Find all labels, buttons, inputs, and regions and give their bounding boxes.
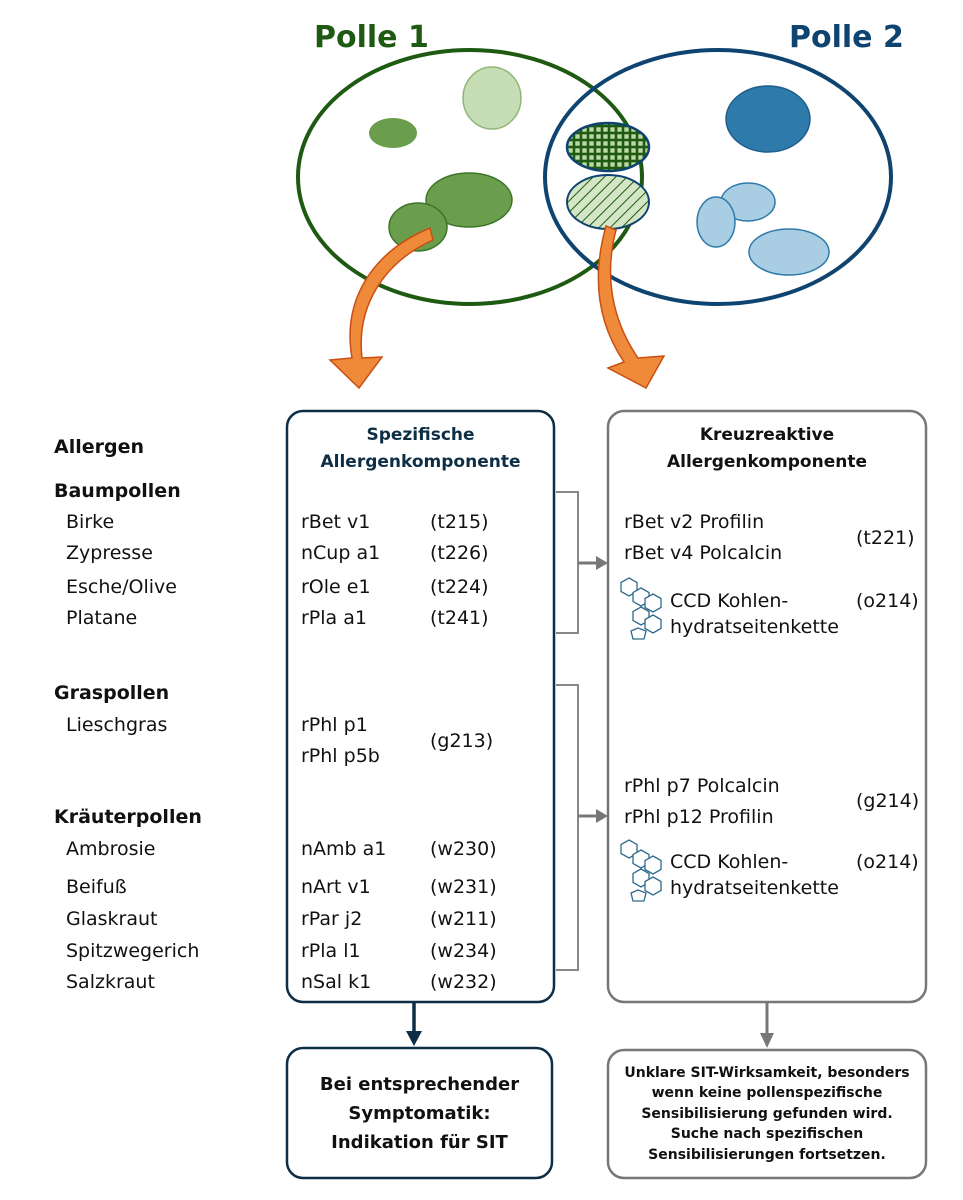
- pollen-1-allergen-large: [425, 172, 513, 228]
- orange-arrow-crossreactive-icon: [597, 224, 666, 390]
- allergen-name: Salzkraut: [66, 971, 155, 993]
- pollen-2-allergen-large: [725, 85, 811, 153]
- result-right-text: Unklare SIT-Wirksamkeit, besonders wenn …: [608, 1050, 926, 1178]
- component-code: (t241): [430, 607, 489, 629]
- down-arrow-left-head: [406, 1031, 422, 1046]
- down-arrow-right-head: [760, 1033, 774, 1048]
- component-name: nArt v1: [301, 876, 371, 898]
- pollen-1-allergen-light: [462, 66, 522, 130]
- allergen-name: Lieschgras: [66, 714, 168, 736]
- group-title-graspollen: Graspollen: [54, 682, 170, 704]
- component-code: (w232): [430, 971, 497, 993]
- cross-component-name: rPhl p12 Profilin: [624, 806, 774, 828]
- component-name: rPar j2: [301, 908, 363, 930]
- crossreactive-box-title-line2: Allergenkomponente: [666, 452, 867, 472]
- orange-arrow-specific-icon: [328, 226, 434, 390]
- shared-allergen-hatch: [566, 174, 650, 230]
- pollen-1-label: Polle 1: [314, 20, 429, 55]
- group-title-baumpollen: Baumpollen: [54, 480, 181, 502]
- ccd-label: hydratseitenkette: [670, 877, 839, 899]
- crossreactive-box-title-line1: Kreuzreaktive: [699, 425, 835, 445]
- connector-arrow-baum-head: [596, 556, 608, 570]
- result-left-text: Bei entsprechender Symptomatik: Indikati…: [287, 1048, 552, 1178]
- component-code: (w211): [430, 908, 497, 930]
- component-code: (w234): [430, 940, 497, 962]
- specific-box-title-line1: Spezifische: [366, 425, 475, 445]
- component-code: (t224): [430, 576, 489, 598]
- ccd-code: (o214): [856, 590, 919, 612]
- crossreactive-box-title: Kreuzreaktive Allergenkomponente: [608, 422, 926, 476]
- component-code: (w231): [430, 876, 497, 898]
- result-left-line3: Indikation für SIT: [331, 1131, 508, 1153]
- allergen-header: Allergen: [54, 436, 144, 458]
- component-code: (t226): [430, 542, 489, 564]
- component-name: rOle e1: [301, 576, 371, 598]
- bracket-baumpollen: [556, 491, 579, 634]
- allergen-name: Beifuß: [66, 876, 127, 898]
- connector-arrow-gras-head: [596, 809, 608, 823]
- allergen-name: Esche/Olive: [66, 576, 177, 598]
- group-title-kraeuterpollen: Kräuterpollen: [54, 806, 202, 828]
- allergen-name: Glaskraut: [66, 908, 158, 930]
- component-name: rPhl p5b: [301, 745, 380, 767]
- ccd-code: (o214): [856, 851, 919, 873]
- cross-component-name: rBet v2 Profilin: [624, 511, 765, 533]
- specific-box-title: Spezifische Allergenkomponente: [287, 422, 554, 476]
- specific-box-title-line2: Allergenkomponente: [320, 452, 521, 472]
- pollen-1-circle: [296, 48, 644, 306]
- specific-component-box: [285, 409, 556, 1004]
- pollen-2-allergen-c: [748, 228, 830, 276]
- result-left-line2: Symptomatik:: [348, 1102, 491, 1124]
- component-name: rPla a1: [301, 607, 367, 629]
- bracket-gras-kraut: [556, 684, 579, 971]
- pollen-2-label: Polle 2: [789, 20, 904, 55]
- allergen-name: Spitzwegerich: [66, 940, 200, 962]
- pollen-2-allergen-b: [696, 196, 736, 248]
- component-name: rPla l1: [301, 940, 361, 962]
- cross-component-name: rPhl p7 Polcalcin: [624, 775, 780, 797]
- component-code: (g213): [430, 730, 494, 752]
- crossreactive-component-box: [606, 409, 928, 1004]
- result-left-line1: Bei entsprechender: [319, 1073, 520, 1095]
- component-code: (t215): [430, 511, 489, 533]
- result-right-line3: Sensibilisierung gefunden wird.: [641, 1105, 893, 1122]
- allergen-name: Platane: [66, 607, 138, 629]
- result-right-line5: Sensibilisierungen fortsetzen.: [648, 1146, 886, 1163]
- pollen-1-allergen-small: [369, 118, 417, 148]
- component-name: nSal k1: [301, 971, 372, 993]
- cross-component-code: (g214): [856, 790, 920, 812]
- allergen-name: Zypresse: [66, 542, 153, 564]
- result-right-line2: wenn keine pollenspezifische: [651, 1085, 883, 1102]
- allergen-name: Birke: [66, 511, 115, 533]
- ccd-label: hydratseitenkette: [670, 616, 839, 638]
- component-name: rBet v1: [301, 511, 371, 533]
- component-name: nAmb a1: [301, 838, 387, 860]
- cross-component-code: (t221): [856, 527, 915, 549]
- component-name: nCup a1: [301, 542, 381, 564]
- pollen-2-circle: [543, 48, 893, 306]
- result-right-box: [606, 1048, 928, 1180]
- shared-allergen-grid: [565, 121, 651, 173]
- component-name: rPhl p1: [301, 714, 368, 736]
- ccd-label: CCD Kohlen-: [670, 851, 789, 873]
- result-left-box: [285, 1046, 554, 1180]
- allergen-name: Ambrosie: [66, 838, 156, 860]
- ccd-label: CCD Kohlen-: [670, 590, 789, 612]
- result-right-line4: Suche nach spezifischen: [670, 1126, 864, 1143]
- cross-component-name: rBet v4 Polcalcin: [624, 542, 783, 564]
- result-right-line1: Unklare SIT-Wirksamkeit, besonders: [624, 1064, 910, 1081]
- component-code: (w230): [430, 838, 497, 860]
